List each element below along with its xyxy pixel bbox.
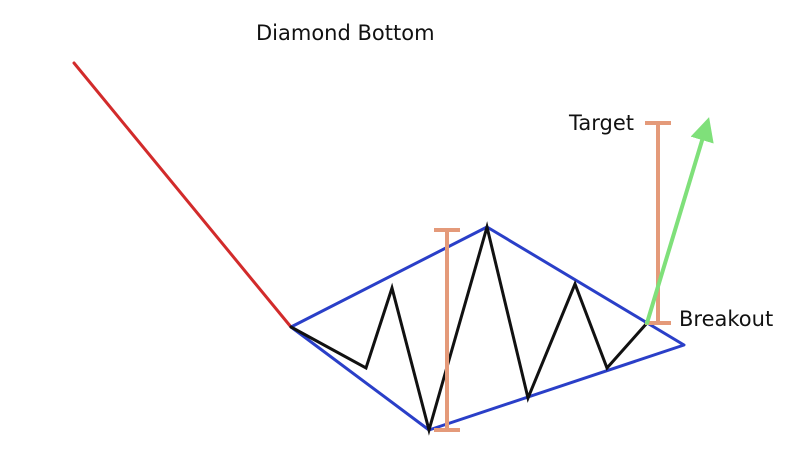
pattern-height-bar bbox=[434, 228, 460, 432]
target-label: Target bbox=[569, 111, 634, 135]
breakout-label: Breakout bbox=[679, 307, 774, 331]
breakout-arrow bbox=[645, 117, 714, 325]
price-zigzag bbox=[289, 221, 649, 436]
diagram-title: Diamond Bottom bbox=[256, 21, 435, 45]
downtrend-line bbox=[72, 61, 293, 329]
diamond-outline bbox=[289, 225, 686, 432]
